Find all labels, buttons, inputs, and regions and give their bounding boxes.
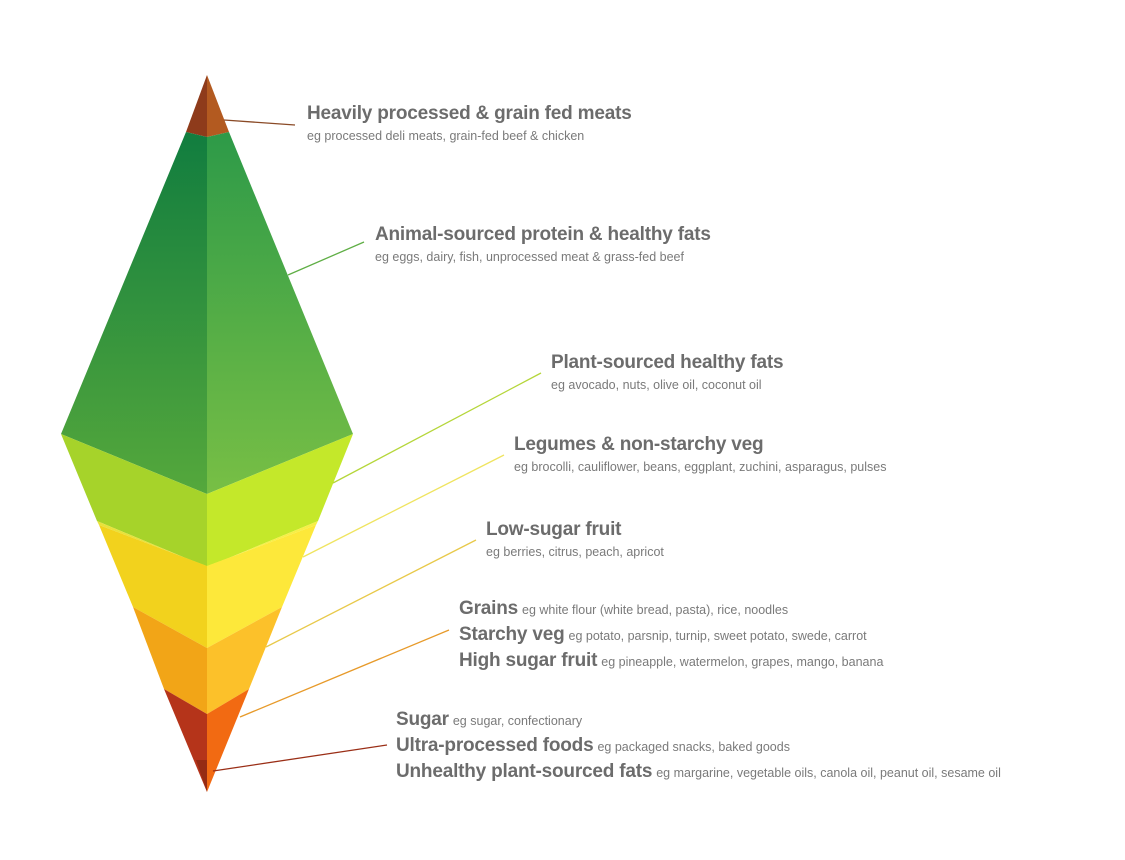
- layer-fruit-right-face: [207, 525, 316, 648]
- layer-plantfats-right-face: [207, 434, 353, 567]
- layer-animal-right-face: [207, 132, 353, 494]
- leader-line-sugar: [212, 744, 388, 772]
- layer-sugar-right-face: [207, 689, 249, 792]
- label-plantfats-example: eg avocado, nuts, olive oil, coconut oil: [551, 378, 762, 392]
- label-fruit: Low-sugar fruit eg berries, citrus, peac…: [486, 519, 664, 559]
- label-unhealthyfats-title: Unhealthy plant-sourced fats: [396, 761, 653, 782]
- layer-sugar-tip-shade: [196, 760, 207, 792]
- label-ultraprocessed-example: eg packaged snacks, baked goods: [597, 740, 790, 754]
- label-unhealthyfats-example: eg margarine, vegetable oils, canola oil…: [656, 766, 1001, 780]
- label-sugar-title: Sugar: [396, 709, 449, 730]
- leader-line-legumes: [302, 454, 505, 558]
- label-starch-item: Grains eg white flour (white bread, pasta…: [459, 596, 883, 622]
- leader-line-plantfats: [332, 372, 542, 484]
- label-animal-title: Animal-sourced protein & healthy fats: [375, 224, 711, 245]
- layer-plantfats-left-face: [61, 434, 207, 567]
- label-starchyveg-example: eg potato, parsnip, turnip, sweet potato…: [568, 629, 867, 643]
- layer-starch-right-face: [207, 607, 282, 714]
- label-highsugarfruit-example: eg pineapple, watermelon, grapes, mango,…: [601, 655, 884, 669]
- label-fruit-example: eg berries, citrus, peach, apricot: [486, 545, 664, 559]
- label-animal: Animal-sourced protein & healthy fats eg…: [375, 224, 711, 264]
- leader-line-fruit: [265, 539, 477, 648]
- label-ultraprocessed-title: Ultra-processed foods: [396, 735, 594, 756]
- layer-legumes-right-face: [207, 521, 318, 567]
- leader-line-starch: [239, 629, 450, 718]
- layer-fruit-left-face: [99, 525, 207, 648]
- layer-meats-right-face: [207, 75, 229, 137]
- label-sugar-example: eg sugar, confectionary: [452, 714, 583, 728]
- leader-line-meats: [223, 119, 296, 126]
- leader-line-animal: [287, 241, 365, 276]
- label-animal-example: eg eggs, dairy, fish, unprocessed meat &…: [375, 250, 684, 264]
- label-meats: Heavily processed & grain fed meats eg p…: [307, 103, 632, 143]
- label-starch-group: Grains eg white flour (white bread, pasta…: [459, 596, 883, 674]
- label-grains-title: Grains: [459, 598, 518, 619]
- label-legumes-example: eg brocolli, cauliflower, beans, eggplan…: [514, 460, 887, 474]
- label-fruit-title: Low-sugar fruit: [486, 519, 622, 540]
- layer-sugar-left-face: [164, 689, 207, 792]
- layer-meats-left-face: [186, 75, 207, 137]
- label-plantfats: Plant-sourced healthy fats eg avocado, n…: [551, 352, 784, 392]
- label-meats-title: Heavily processed & grain fed meats: [307, 103, 632, 124]
- layer-legumes-left-face: [97, 521, 207, 567]
- label-starchyveg-title: Starchy veg: [459, 624, 565, 645]
- label-legumes: Legumes & non-starchy veg eg brocolli, c…: [514, 434, 886, 474]
- label-grains-example: eg white flour (white bread, pasta), ric…: [522, 603, 789, 617]
- layer-animal-left-face: [61, 132, 207, 494]
- label-meats-example: eg processed deli meats, grain-fed beef …: [307, 129, 585, 143]
- label-plantfats-title: Plant-sourced healthy fats: [551, 352, 784, 373]
- label-highsugarfruit-title: High sugar fruit: [459, 650, 598, 671]
- layer-starch-left-face: [133, 607, 207, 714]
- label-legumes-title: Legumes & non-starchy veg: [514, 434, 764, 455]
